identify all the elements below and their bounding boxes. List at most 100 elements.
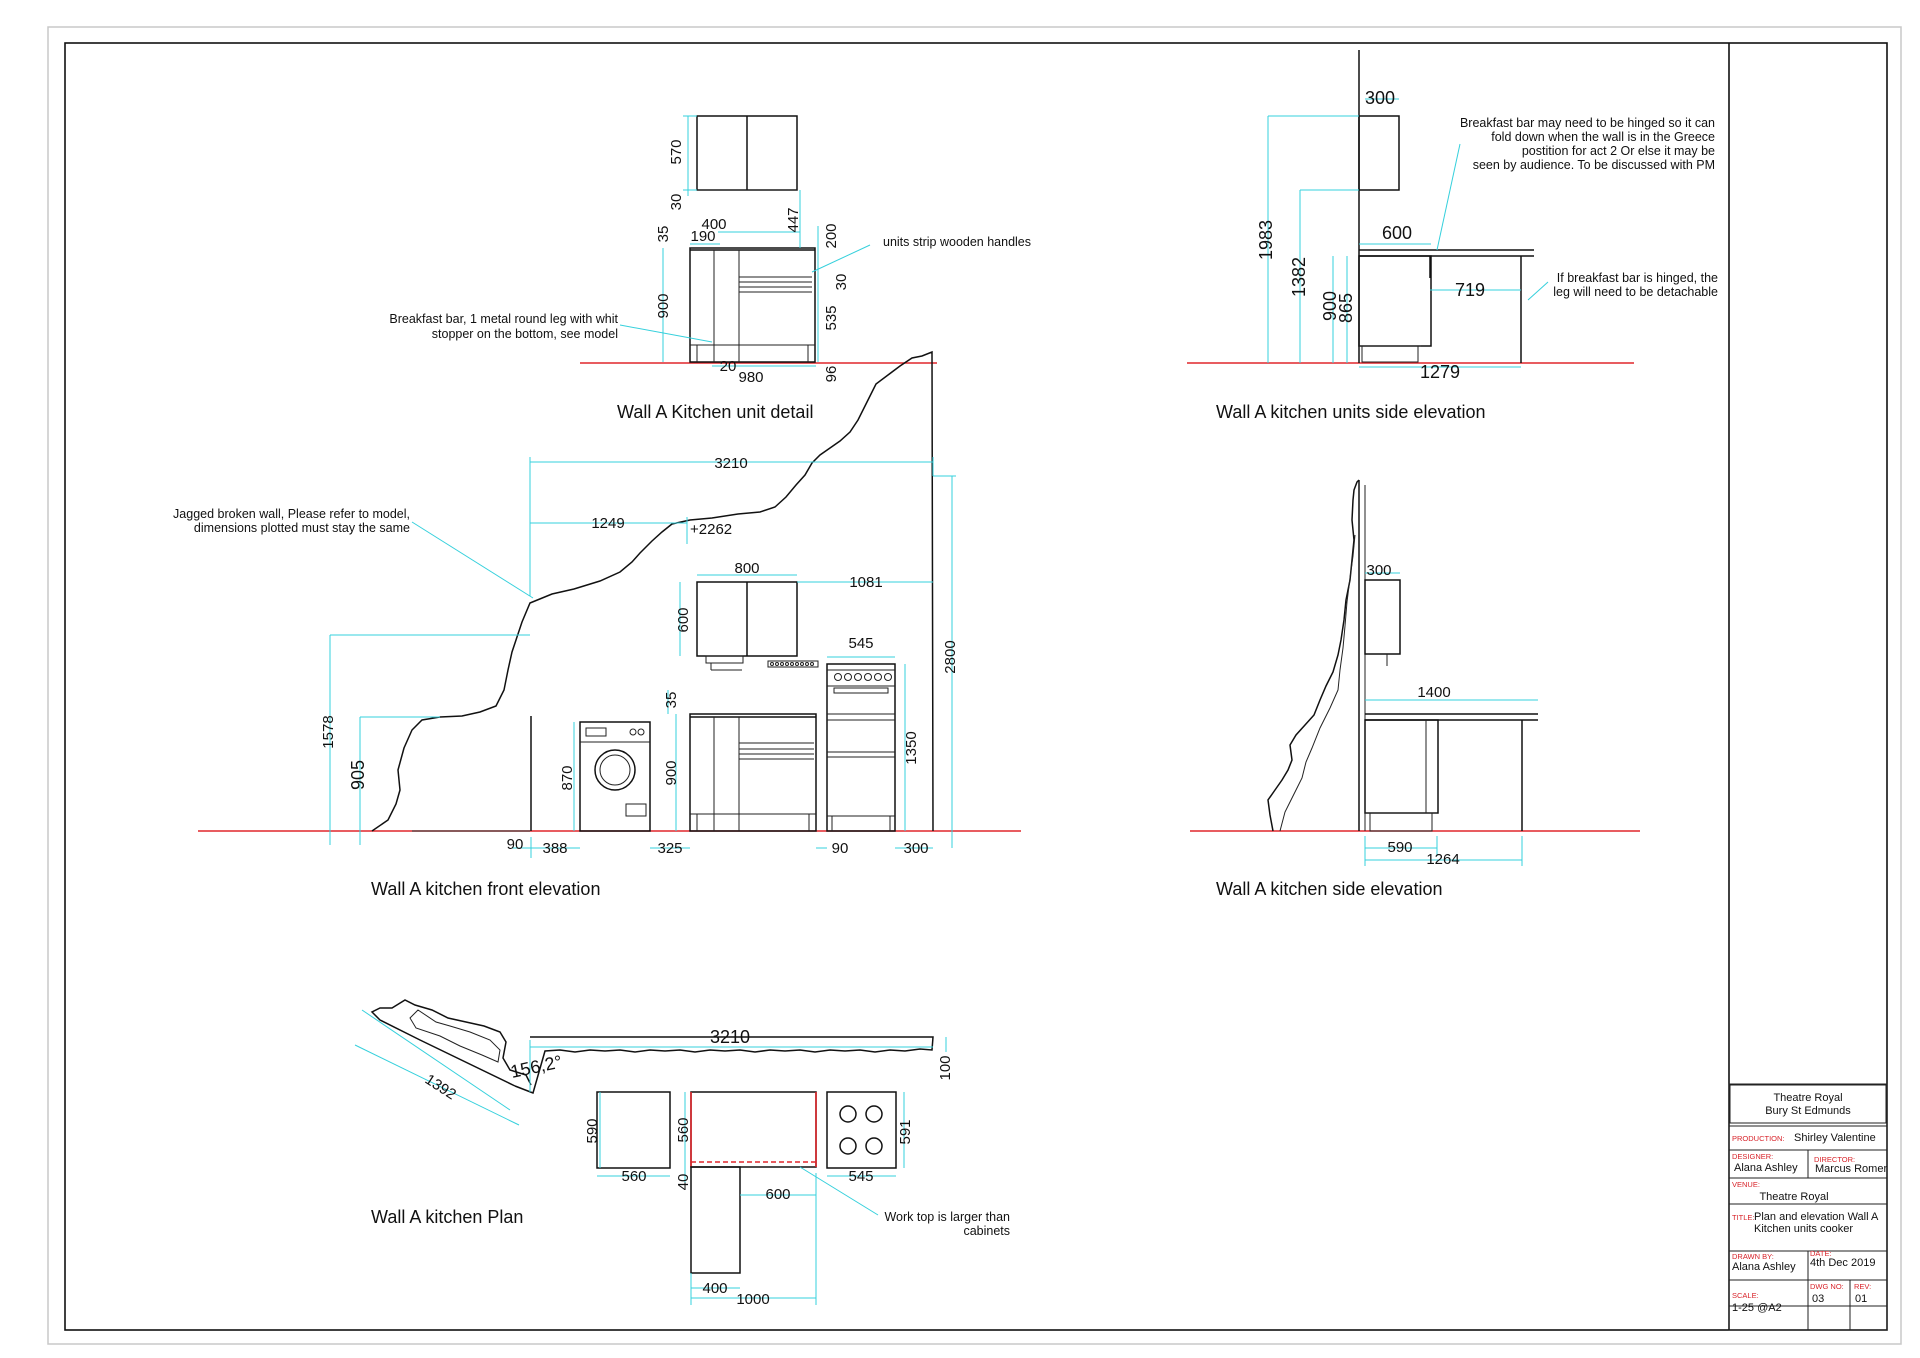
tb-dwg: 03 bbox=[1812, 1293, 1824, 1305]
dim-1249: 1249 bbox=[591, 515, 624, 532]
dim-447: 447 bbox=[785, 207, 802, 232]
dim-591: 591 bbox=[897, 1119, 914, 1144]
dim-1081: 1081 bbox=[849, 574, 882, 591]
dim-200: 200 bbox=[823, 223, 840, 248]
dim-980: 980 bbox=[738, 369, 763, 386]
dim-600-plan: 600 bbox=[765, 1186, 790, 1203]
dim-1382: 1382 bbox=[1289, 257, 1309, 297]
dim-96: 96 bbox=[823, 366, 840, 383]
dim-800: 800 bbox=[734, 560, 759, 577]
front-elevation-view: 3210 1249 +2262 800 1081 600 545 2800 15… bbox=[173, 350, 1021, 899]
inner-border bbox=[64, 42, 1888, 1331]
dim-1264: 1264 bbox=[1426, 851, 1459, 868]
tb-title-1: Plan and elevation Wall A bbox=[1754, 1211, 1879, 1223]
dim-1000: 1000 bbox=[736, 1291, 769, 1308]
units-side-elevation-view: 300 1983 1382 600 900 865 719 1279 Break… bbox=[1187, 50, 1718, 422]
dim-2800: 2800 bbox=[942, 640, 959, 673]
tb-production: Shirley Valentine bbox=[1794, 1132, 1876, 1144]
dim-30: 30 bbox=[668, 194, 685, 211]
tb-rev: 01 bbox=[1855, 1293, 1867, 1305]
note-jagged-2: dimensions plotted must stay the same bbox=[194, 521, 410, 535]
dim-3210-front: 3210 bbox=[714, 455, 747, 472]
dim-325: 325 bbox=[657, 840, 682, 857]
dim-590-plan: 590 bbox=[584, 1118, 601, 1143]
dim-560-depth: 560 bbox=[675, 1117, 692, 1142]
note-jagged-1: Jagged broken wall, Please refer to mode… bbox=[173, 507, 410, 521]
view-title-side: Wall A kitchen side elevation bbox=[1216, 879, 1442, 899]
dim-angle: 156,2° bbox=[509, 1051, 564, 1081]
note-handles: units strip wooden handles bbox=[883, 235, 1031, 249]
dim-535: 535 bbox=[823, 305, 840, 330]
dim-545: 545 bbox=[848, 635, 873, 652]
view-title-unit-detail: Wall A Kitchen unit detail bbox=[617, 402, 813, 422]
dim-90-left: 90 bbox=[507, 836, 524, 853]
dim-865: 865 bbox=[1336, 293, 1356, 323]
view-title-units-side: Wall A kitchen units side elevation bbox=[1216, 402, 1485, 422]
dim-1983: 1983 bbox=[1256, 220, 1276, 260]
tb-title-2: Kitchen units cooker bbox=[1754, 1223, 1853, 1235]
dim-30b: 30 bbox=[833, 274, 850, 291]
dim-590-side: 590 bbox=[1387, 839, 1412, 856]
tb-theatre-2: Bury St Edmunds bbox=[1765, 1105, 1851, 1117]
dim-40: 40 bbox=[675, 1174, 692, 1191]
note-hinge-3: postition for act 2 Or else it may be bbox=[1522, 144, 1715, 158]
title-block: Theatre Royal Bury St Edmunds PRODUCTION… bbox=[1728, 1083, 1888, 1331]
plan-view: 3210 156,2° 100 1392 590 560 560 591 40 … bbox=[354, 999, 1010, 1308]
unit-detail-view: 570 30 400 447 190 35 200 30 900 535 20 … bbox=[389, 115, 1031, 422]
tb-date: 4th Dec 2019 bbox=[1810, 1257, 1875, 1269]
dim-20: 20 bbox=[720, 358, 737, 375]
note-worktop-1: Work top is larger than bbox=[884, 1210, 1010, 1224]
dim-570: 570 bbox=[668, 139, 685, 164]
tb-theatre-1: Theatre Royal bbox=[1773, 1092, 1842, 1104]
dim-400: 400 bbox=[701, 216, 726, 233]
side-elevation-view: 300 1400 590 1264 Wall A kitchen side el… bbox=[1190, 479, 1640, 899]
note-leg-1: If breakfast bar is hinged, the bbox=[1557, 271, 1718, 285]
dim-545-plan: 545 bbox=[848, 1168, 873, 1185]
dim-190: 190 bbox=[690, 228, 715, 245]
dim-900-side: 900 bbox=[1320, 291, 1340, 321]
dim-1279: 1279 bbox=[1420, 362, 1460, 382]
dim-900: 900 bbox=[655, 293, 672, 318]
tb-date-label: DATE: bbox=[1810, 1249, 1832, 1258]
note-leg-2: leg will need to be detachable bbox=[1553, 285, 1718, 299]
dim-1578: 1578 bbox=[320, 715, 337, 748]
dim-300-sideview: 300 bbox=[1366, 562, 1391, 579]
tb-title-label: TITLE: bbox=[1732, 1213, 1755, 1222]
dim-2262: +2262 bbox=[690, 521, 732, 538]
dim-1350: 1350 bbox=[903, 731, 920, 764]
tb-designer-label: DESIGNER: bbox=[1732, 1152, 1773, 1161]
dim-870: 870 bbox=[559, 765, 576, 790]
dim-900-front: 900 bbox=[663, 760, 680, 785]
note-hinge-4: seen by audience. To be discussed with P… bbox=[1473, 158, 1715, 172]
dim-719: 719 bbox=[1455, 280, 1485, 300]
outer-border bbox=[47, 26, 1902, 1345]
note-bar-2: stopper on the bottom, see model bbox=[432, 327, 618, 341]
dim-35: 35 bbox=[655, 226, 672, 243]
dim-600-front: 600 bbox=[675, 607, 692, 632]
tb-director-label: DIRECTOR: bbox=[1814, 1155, 1855, 1164]
dim-388: 388 bbox=[542, 840, 567, 857]
tb-dwg-label: DWG NO: bbox=[1810, 1282, 1844, 1291]
tb-venue: Theatre Royal bbox=[1759, 1191, 1828, 1203]
dim-905: 905 bbox=[348, 760, 368, 790]
note-worktop-2: cabinets bbox=[963, 1224, 1010, 1238]
dim-1392: 1392 bbox=[422, 1071, 459, 1103]
note-hinge-2: fold down when the wall is in the Greece bbox=[1491, 130, 1715, 144]
tb-director: Marcus Romer bbox=[1815, 1163, 1887, 1175]
tb-designer: Alana Ashley bbox=[1734, 1162, 1798, 1174]
note-bar-1: Breakfast bar, 1 metal round leg with wh… bbox=[389, 312, 618, 326]
dim-3210-plan: 3210 bbox=[710, 1027, 750, 1047]
dim-300-front: 300 bbox=[903, 840, 928, 857]
dim-35-front: 35 bbox=[663, 692, 680, 709]
dim-300-side: 300 bbox=[1365, 88, 1395, 108]
tb-drawn: Alana Ashley bbox=[1732, 1261, 1796, 1273]
tb-scale: 1-25 @A2 bbox=[1732, 1302, 1782, 1314]
tb-drawn-label: DRAWN BY: bbox=[1732, 1252, 1774, 1261]
view-title-front: Wall A kitchen front elevation bbox=[371, 879, 600, 899]
dim-560-width: 560 bbox=[621, 1168, 646, 1185]
view-title-plan: Wall A kitchen Plan bbox=[371, 1207, 523, 1227]
dim-100: 100 bbox=[937, 1055, 954, 1080]
dim-400-plan: 400 bbox=[702, 1280, 727, 1297]
dim-1400: 1400 bbox=[1417, 684, 1450, 701]
